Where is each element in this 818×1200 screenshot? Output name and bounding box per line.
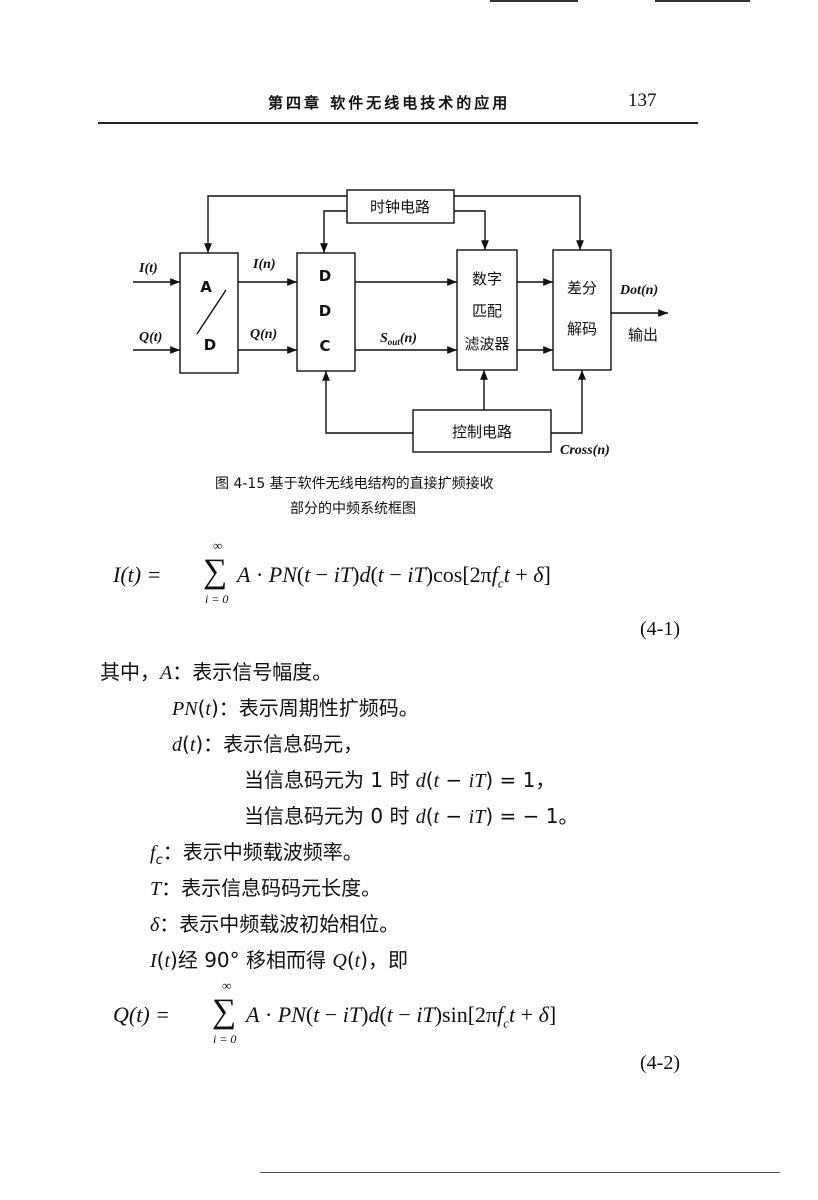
it-label: I(t) [138, 261, 158, 276]
diff-decoder-block [552, 249, 612, 371]
def-d-case1: 当信息码元为 1 时 d(t − iT) = 1， [244, 768, 556, 792]
decoder-label-1: 差分 [567, 279, 597, 297]
control-to-decoder-line [551, 370, 586, 434]
eq1-number: (4-1) [640, 618, 680, 640]
eq2-lhs: Q(t) = [113, 1002, 170, 1027]
clock-to-filter-line [454, 210, 489, 250]
adc-slash [196, 289, 227, 335]
control-label: 控制电路 [452, 423, 512, 441]
scan-mark-left [490, 0, 578, 2]
sout-label: Sout(n) [380, 331, 417, 347]
adc-label-a: A [200, 278, 212, 296]
filter-label-1: 数字 [472, 270, 502, 288]
header-rule [98, 122, 698, 124]
scan-mark-right [655, 0, 750, 2]
system-block-diagram: 时钟电路 A D D D C 数字 匹配 滤波器 差分 解码 控制电路 I(t)… [133, 189, 668, 458]
clock-label: 时钟电路 [370, 198, 430, 216]
ddc-label-2: D [319, 302, 331, 320]
figure-caption-line1: 图 4-15 基于软件无线电结构的直接扩频接收 [215, 476, 494, 492]
def-delta: δ：表示中频载波初始相位。 [150, 912, 400, 936]
clock-block [346, 189, 455, 224]
eq2-sum-bottom: i = 0 [213, 1032, 237, 1046]
chapter-header: 第四章 软件无线电技术的应用 [268, 94, 511, 112]
eq1-sum-top: ∞ [213, 538, 223, 553]
control-block [412, 409, 552, 453]
output-label: 输出 [628, 326, 658, 344]
def-d-case2: 当信息码元为 0 时 d(t − iT) = − 1。 [244, 804, 579, 828]
def-d: d(t)：表示信息码元， [172, 732, 364, 756]
eq2-rhs: A · PN(t − iT)d(t − iT)sin[2πfct + δ] [246, 1002, 557, 1031]
def-phase: I(t)经 90° 移相而得 Q(t)，即 [150, 948, 409, 972]
def-pn: PN(t)：表示周期性扩频码。 [172, 696, 419, 720]
def-t: T：表示信息码码元长度。 [150, 876, 382, 900]
dot-label: Dot(n) [619, 283, 658, 298]
control-to-ddc-line [322, 371, 413, 434]
adc-label-d: D [204, 336, 216, 354]
eq1-sum-bottom: i = 0 [205, 592, 229, 606]
bottom-scan-rule [260, 1172, 780, 1173]
eq2-number: (4-2) [640, 1052, 680, 1074]
filter-label-2: 匹配 [472, 302, 502, 320]
clock-to-adc-line [204, 195, 347, 253]
eq1-lhs: I(t) = [113, 562, 162, 587]
cross-label: Cross(n) [560, 443, 610, 458]
in-label: I(n) [252, 257, 276, 272]
eq2-sum-top: ∞ [222, 978, 232, 993]
figure-caption-line2: 部分的中频系统框图 [290, 501, 416, 517]
clock-to-decoder-line [454, 195, 584, 250]
def-intro: 其中，A：表示信号幅度。 [100, 660, 333, 684]
decoder-label-2: 解码 [567, 320, 597, 338]
qn-label: Q(n) [250, 327, 277, 342]
clock-to-ddc-line [320, 210, 347, 253]
ddc-label-3: C [319, 337, 330, 355]
ddc-label-1: D [319, 267, 331, 285]
adc-block [179, 252, 239, 374]
eq1-sigma: ∑ [203, 553, 228, 590]
def-fc: fc：表示中频载波频率。 [150, 840, 363, 868]
filter-label-3: 滤波器 [464, 335, 509, 353]
eq2-sigma: ∑ [212, 993, 237, 1030]
qt-label: Q(t) [139, 330, 162, 345]
page-number: 137 [628, 90, 657, 111]
eq1-rhs: A · PN(t − iT)d(t − iT)cos[2πfct + δ] [237, 562, 551, 591]
